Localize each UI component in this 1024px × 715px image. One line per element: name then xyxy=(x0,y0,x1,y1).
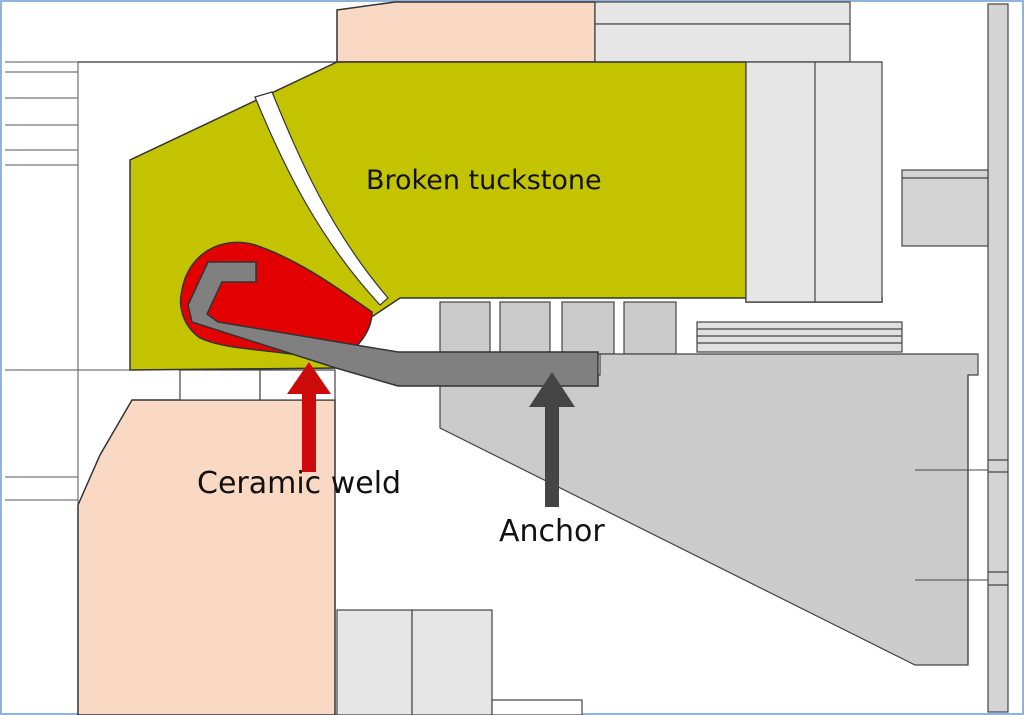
top-steel-plates xyxy=(594,1,851,63)
weld-label: Ceramic weld xyxy=(197,466,401,501)
support-cubes xyxy=(439,301,677,355)
anchor-arrow xyxy=(529,372,575,507)
tuckstone-label: Broken tuckstone xyxy=(366,165,602,196)
anchor-label: Anchor xyxy=(499,514,605,549)
lower-refractory-block xyxy=(77,399,336,715)
cooling-stripes xyxy=(696,321,903,353)
anchor xyxy=(187,261,599,387)
right-holder-block xyxy=(901,169,989,247)
weld-arrow xyxy=(287,362,331,472)
tuckstone-crack xyxy=(254,91,389,306)
bottom-steel-blocks xyxy=(336,609,583,715)
right-frame-bar xyxy=(987,3,1009,713)
top-refractory-block xyxy=(336,1,596,63)
